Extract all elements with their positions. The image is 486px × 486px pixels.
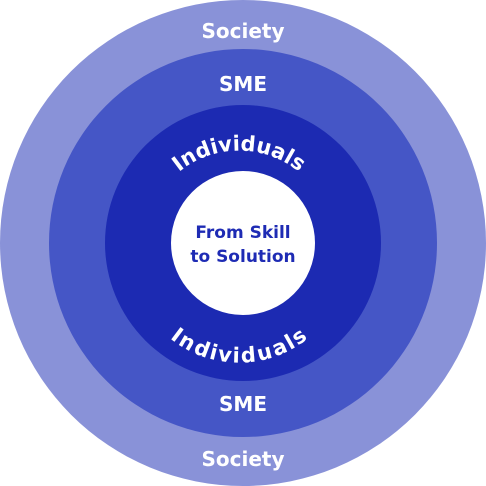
center-label-line2: to Solution	[190, 247, 295, 267]
society-label-top: Society	[201, 19, 284, 43]
center-label-line1: From Skill	[195, 223, 290, 243]
center-circle	[171, 171, 315, 315]
sme-label-top: SME	[219, 72, 267, 96]
society-label-bottom: Society	[201, 447, 284, 471]
sme-label-bottom: SME	[219, 392, 267, 416]
